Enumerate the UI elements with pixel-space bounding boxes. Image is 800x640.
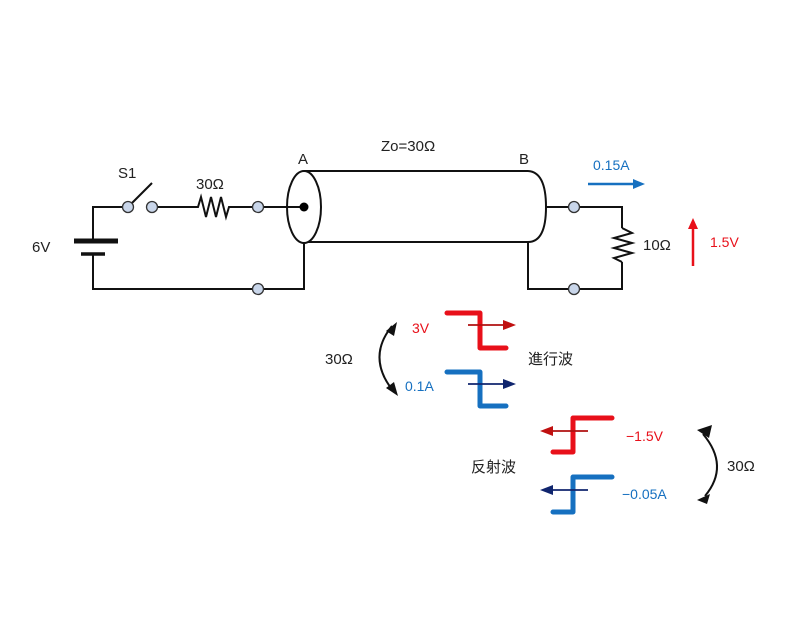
incident-voltage-arrow-head bbox=[503, 320, 516, 330]
terminal-load-bottom[interactable] bbox=[567, 282, 581, 296]
terminals bbox=[121, 200, 581, 296]
reflected-voltage-arrow-head bbox=[540, 426, 553, 436]
incident-current-label: 0.1A bbox=[405, 378, 434, 394]
terminal-source-top[interactable] bbox=[251, 200, 265, 214]
battery bbox=[74, 238, 118, 256]
switch-s1-label: S1 bbox=[118, 165, 136, 182]
wire-bottom-to-shield-a bbox=[258, 242, 305, 290]
incident-voltage-label: 3V bbox=[412, 320, 430, 336]
incident-voltage-step bbox=[444, 310, 509, 351]
terminal-source-bottom[interactable] bbox=[251, 282, 265, 296]
incident-impedance-arrow-head-bottom bbox=[386, 382, 398, 396]
end-b-label: B bbox=[519, 151, 529, 168]
reflected-impedance-label: 30Ω bbox=[727, 458, 755, 475]
incident-current-arrow-head bbox=[503, 379, 516, 389]
switch-s1-blade[interactable] bbox=[131, 182, 153, 204]
wire-load-top bbox=[546, 206, 623, 228]
transmission-line bbox=[286, 170, 548, 244]
wire-top-left bbox=[92, 206, 128, 241]
reflected-current-label: −0.05A bbox=[622, 486, 667, 502]
incident-impedance-arrow-head-top bbox=[386, 322, 397, 336]
wire-bottom-left bbox=[92, 254, 258, 290]
load-resistor-label: 10Ω bbox=[643, 237, 671, 254]
incident-wave bbox=[444, 310, 516, 409]
reflected-impedance-arrow-head-top bbox=[697, 425, 712, 438]
reflected-impedance-arrow-head-bottom bbox=[697, 494, 710, 504]
battery-voltage-label: 6V bbox=[32, 239, 50, 256]
incident-impedance-curved-arrow bbox=[378, 325, 395, 393]
incident-impedance-label: 30Ω bbox=[325, 351, 353, 368]
source-resistor bbox=[152, 193, 258, 221]
center-conductor-dot bbox=[299, 202, 309, 212]
reflected-voltage-step bbox=[550, 415, 615, 455]
reflected-wave bbox=[540, 415, 615, 515]
terminal-switch-right[interactable] bbox=[145, 200, 159, 214]
reflected-impedance-curved-arrow bbox=[702, 433, 718, 497]
source-resistor-label: 30Ω bbox=[196, 176, 224, 193]
load-voltage-label: 1.5V bbox=[710, 234, 739, 250]
terminal-load-top[interactable] bbox=[567, 200, 581, 214]
load-resistor bbox=[610, 227, 636, 263]
reflected-voltage-label: −1.5V bbox=[626, 428, 664, 444]
incident-wave-title: 進行波 bbox=[528, 351, 573, 368]
reflected-wave-title: 反射波 bbox=[471, 459, 516, 476]
load-current-label: 0.15A bbox=[593, 157, 630, 173]
incident-current-step bbox=[444, 369, 509, 409]
line-impedance-label: Zo=30Ω bbox=[381, 138, 435, 155]
load-voltage-arrow-head bbox=[688, 218, 698, 229]
terminal-switch-left[interactable] bbox=[121, 200, 135, 214]
end-a-label: A bbox=[298, 151, 308, 168]
wire-load-bottom bbox=[527, 242, 623, 290]
reflected-current-arrow-head bbox=[540, 485, 553, 495]
line-end-b bbox=[527, 170, 548, 243]
load-current-arrow-head bbox=[633, 179, 645, 189]
reflected-current-step bbox=[550, 474, 615, 515]
